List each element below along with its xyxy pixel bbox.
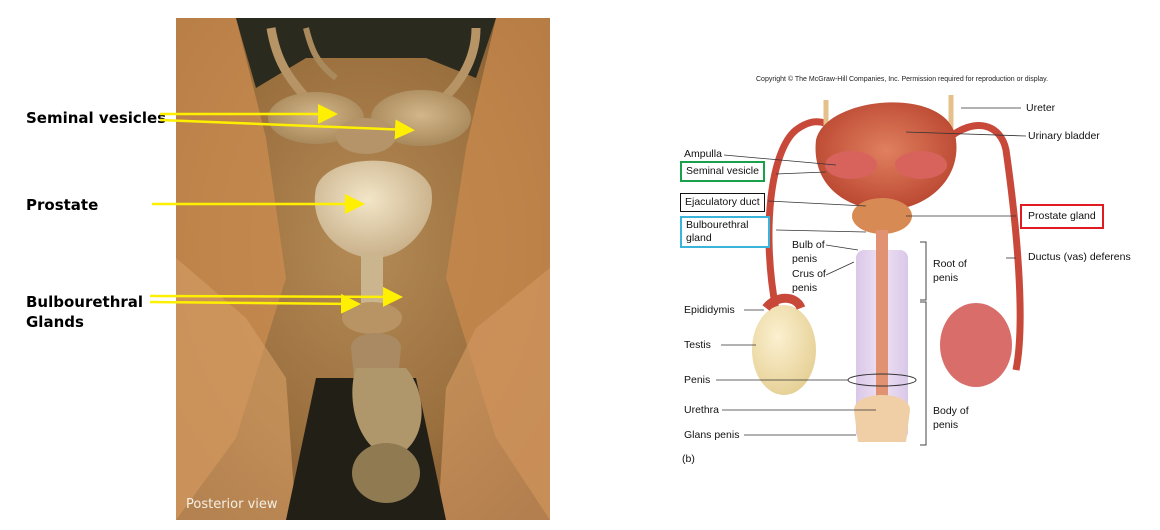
label-urethra: Urethra	[684, 404, 720, 416]
label-bulb-line2: penis	[792, 253, 818, 265]
label-bulbourethral-box: Bulbourethral gland	[680, 216, 770, 248]
label-ureter: Ureter	[1026, 102, 1056, 114]
label-root-line1: Root of	[933, 258, 967, 270]
copyright-text: Copyright © The McGraw-Hill Companies, I…	[756, 76, 1049, 83]
label-root-line2: penis	[933, 272, 959, 284]
photo-caption: Posterior view	[186, 497, 278, 512]
label-ductus-deferens: Ductus (vas) deferens	[1028, 251, 1131, 263]
label-bulbourethral-line1: Bulbourethral	[686, 219, 749, 231]
label-crus-line2: penis	[792, 282, 818, 294]
label-body-line2: penis	[933, 419, 959, 431]
label-seminal-vesicle: Seminal vesicle	[680, 161, 765, 182]
testis-shape	[752, 305, 816, 395]
label-penis: Penis	[684, 374, 711, 386]
cadaver-photo: Posterior view	[176, 18, 550, 520]
cadaver-photo-illustration	[176, 18, 550, 520]
label-bulb-line1: Bulb of	[792, 239, 825, 251]
label-prostate: Prostate	[26, 196, 99, 214]
prostate-gland-shape	[852, 198, 912, 234]
label-seminal-vesicles: Seminal vesicles	[26, 109, 167, 127]
label-testis: Testis	[684, 339, 711, 351]
label-glans-penis: Glans penis	[684, 429, 740, 441]
label-urinary-bladder: Urinary bladder	[1028, 130, 1100, 142]
urinary-bladder-shape	[815, 102, 957, 210]
label-bulbourethral-line2: Glands	[26, 313, 84, 331]
label-epididymis: Epididymis	[684, 304, 735, 316]
label-bulbourethral-line2: gland	[686, 232, 712, 244]
label-bulbourethral-line1: Bulbourethral	[26, 293, 144, 311]
label-body-line1: Body of	[933, 405, 969, 417]
label-ampulla: Ampulla	[684, 148, 722, 160]
diagram-illustration	[716, 95, 1027, 446]
anatomy-diagram: Copyright © The McGraw-Hill Companies, I…	[676, 70, 1146, 470]
label-prostate-gland: Prostate gland	[1020, 204, 1104, 229]
label-crus-line1: Crus of	[792, 268, 826, 280]
label-ejaculatory-duct: Ejaculatory duct	[680, 193, 765, 212]
figure-letter: (b)	[682, 453, 695, 465]
